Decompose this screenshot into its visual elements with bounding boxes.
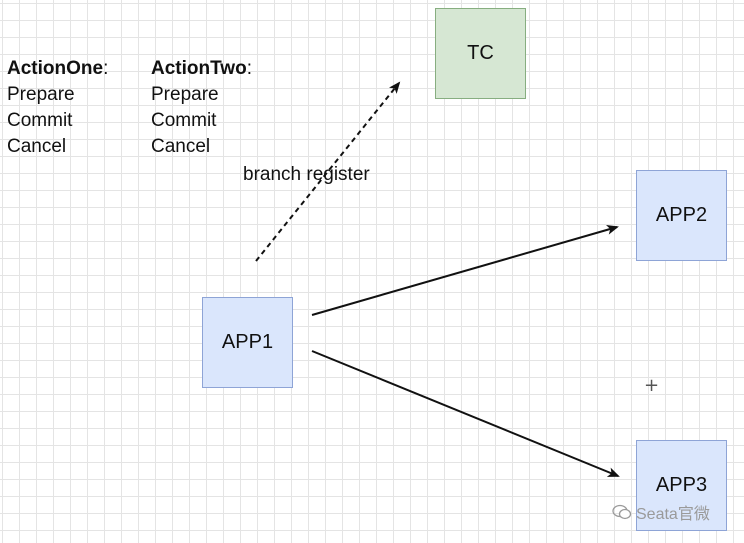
colon: : [103,58,109,79]
node-app2-label: APP2 [655,204,708,226]
node-app3[interactable]: APP3 [636,440,727,531]
node-app3-label: APP3 [655,474,708,496]
node-tc-label: TC [467,42,494,64]
node-app1[interactable]: APP1 [202,297,293,388]
crosshair-cursor-icon: + [644,375,660,396]
edge-app1-app3 [311,350,620,477]
action-one-list: ActionOne: Prepare Commit Cancel [7,56,108,160]
action-two-commit: Commit [151,110,217,131]
colon: : [246,58,252,79]
action-one-prepare: Prepare [7,84,75,105]
watermark: Seata官微 [612,500,710,524]
action-two-list: ActionTwo: Prepare Commit Cancel [151,56,252,160]
edge-app1-app2 [311,224,619,316]
branch-register-label: branch register [243,164,370,185]
action-two-cancel: Cancel [151,136,211,157]
edge-branch-register [255,81,401,262]
node-app2[interactable]: APP2 [636,170,727,261]
action-one-title: ActionOne [7,58,104,79]
node-tc[interactable]: TC [435,8,526,99]
action-one-cancel: Cancel [7,136,67,157]
watermark-text: Seata官微 [636,506,710,523]
action-two-title: ActionTwo [151,58,247,79]
wechat-icon [612,504,632,520]
action-one-commit: Commit [7,110,73,131]
node-app1-label: APP1 [221,331,274,353]
action-two-prepare: Prepare [151,84,219,105]
